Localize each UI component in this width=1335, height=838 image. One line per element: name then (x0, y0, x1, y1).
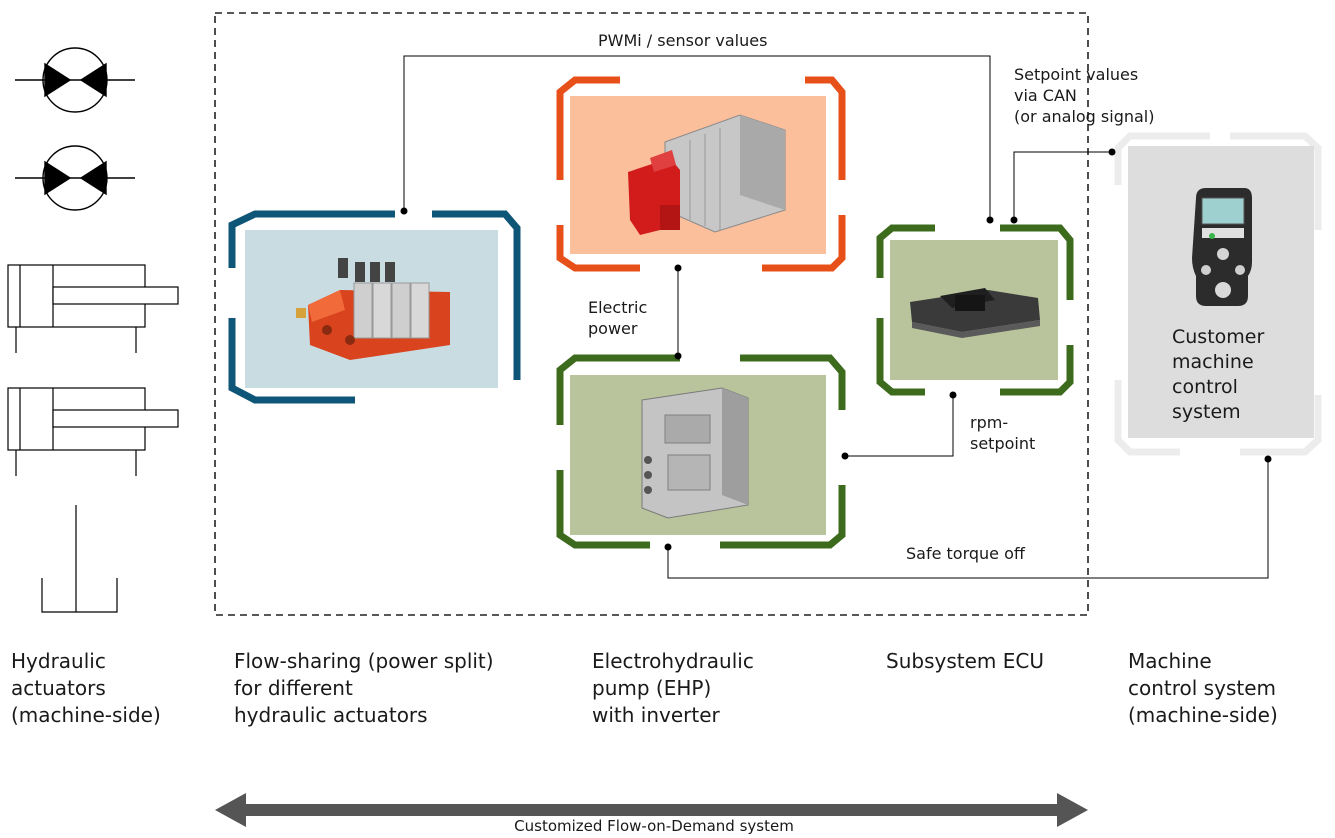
signal-lines (403, 55, 1269, 579)
joystick-control-panel-icon (1192, 188, 1252, 306)
safe-torque-off-label: Safe torque off (906, 544, 1025, 563)
hydraulic-motor-icon (15, 145, 135, 211)
column-caption-ehp: Electrohydraulic pump (EHP) with inverte… (592, 649, 754, 727)
column-caption-flow-sharing: Flow-sharing (power split) for different… (234, 649, 494, 727)
electric-motor-pump-icon (628, 114, 786, 235)
motor-card-frame (556, 76, 846, 272)
ecu-controller-icon (910, 288, 1040, 338)
electric-power-label: Electric power (588, 298, 648, 338)
pwmi-sensor-label: PWMi / sensor values (598, 31, 768, 50)
customer-machine-control-label: Customer machine control system (1172, 326, 1265, 423)
hydraulic-cylinder-icon (7, 264, 179, 353)
system-span-arrow (215, 793, 1088, 827)
valve-card-frame (228, 210, 521, 404)
inverter-icon (641, 387, 749, 519)
inverter-card-frame (556, 354, 846, 549)
column-caption-ecu: Subsystem ECU (886, 649, 1044, 673)
column-caption-hydraulic-actuators: Hydraulic actuators (machine-side) (11, 649, 161, 727)
valve-block-icon (296, 258, 450, 360)
rpm-setpoint-label: rpm- setpoint (970, 413, 1036, 453)
hydraulic-tank-icon (41, 505, 118, 613)
ecu-card-frame (876, 224, 1074, 396)
system-boundary (214, 12, 1089, 616)
connection-dots (400, 148, 1272, 551)
hydraulic-motor-icon (15, 47, 135, 113)
column-caption-machine-control: Machine control system (machine-side) (1128, 649, 1278, 727)
system-span-label: Customized Flow-on-Demand system (514, 817, 794, 835)
customer-card-frame (1114, 132, 1322, 456)
hydraulic-cylinder-icon (7, 387, 179, 476)
setpoint-can-label: Setpoint values via CAN (or analog signa… (1014, 65, 1155, 126)
